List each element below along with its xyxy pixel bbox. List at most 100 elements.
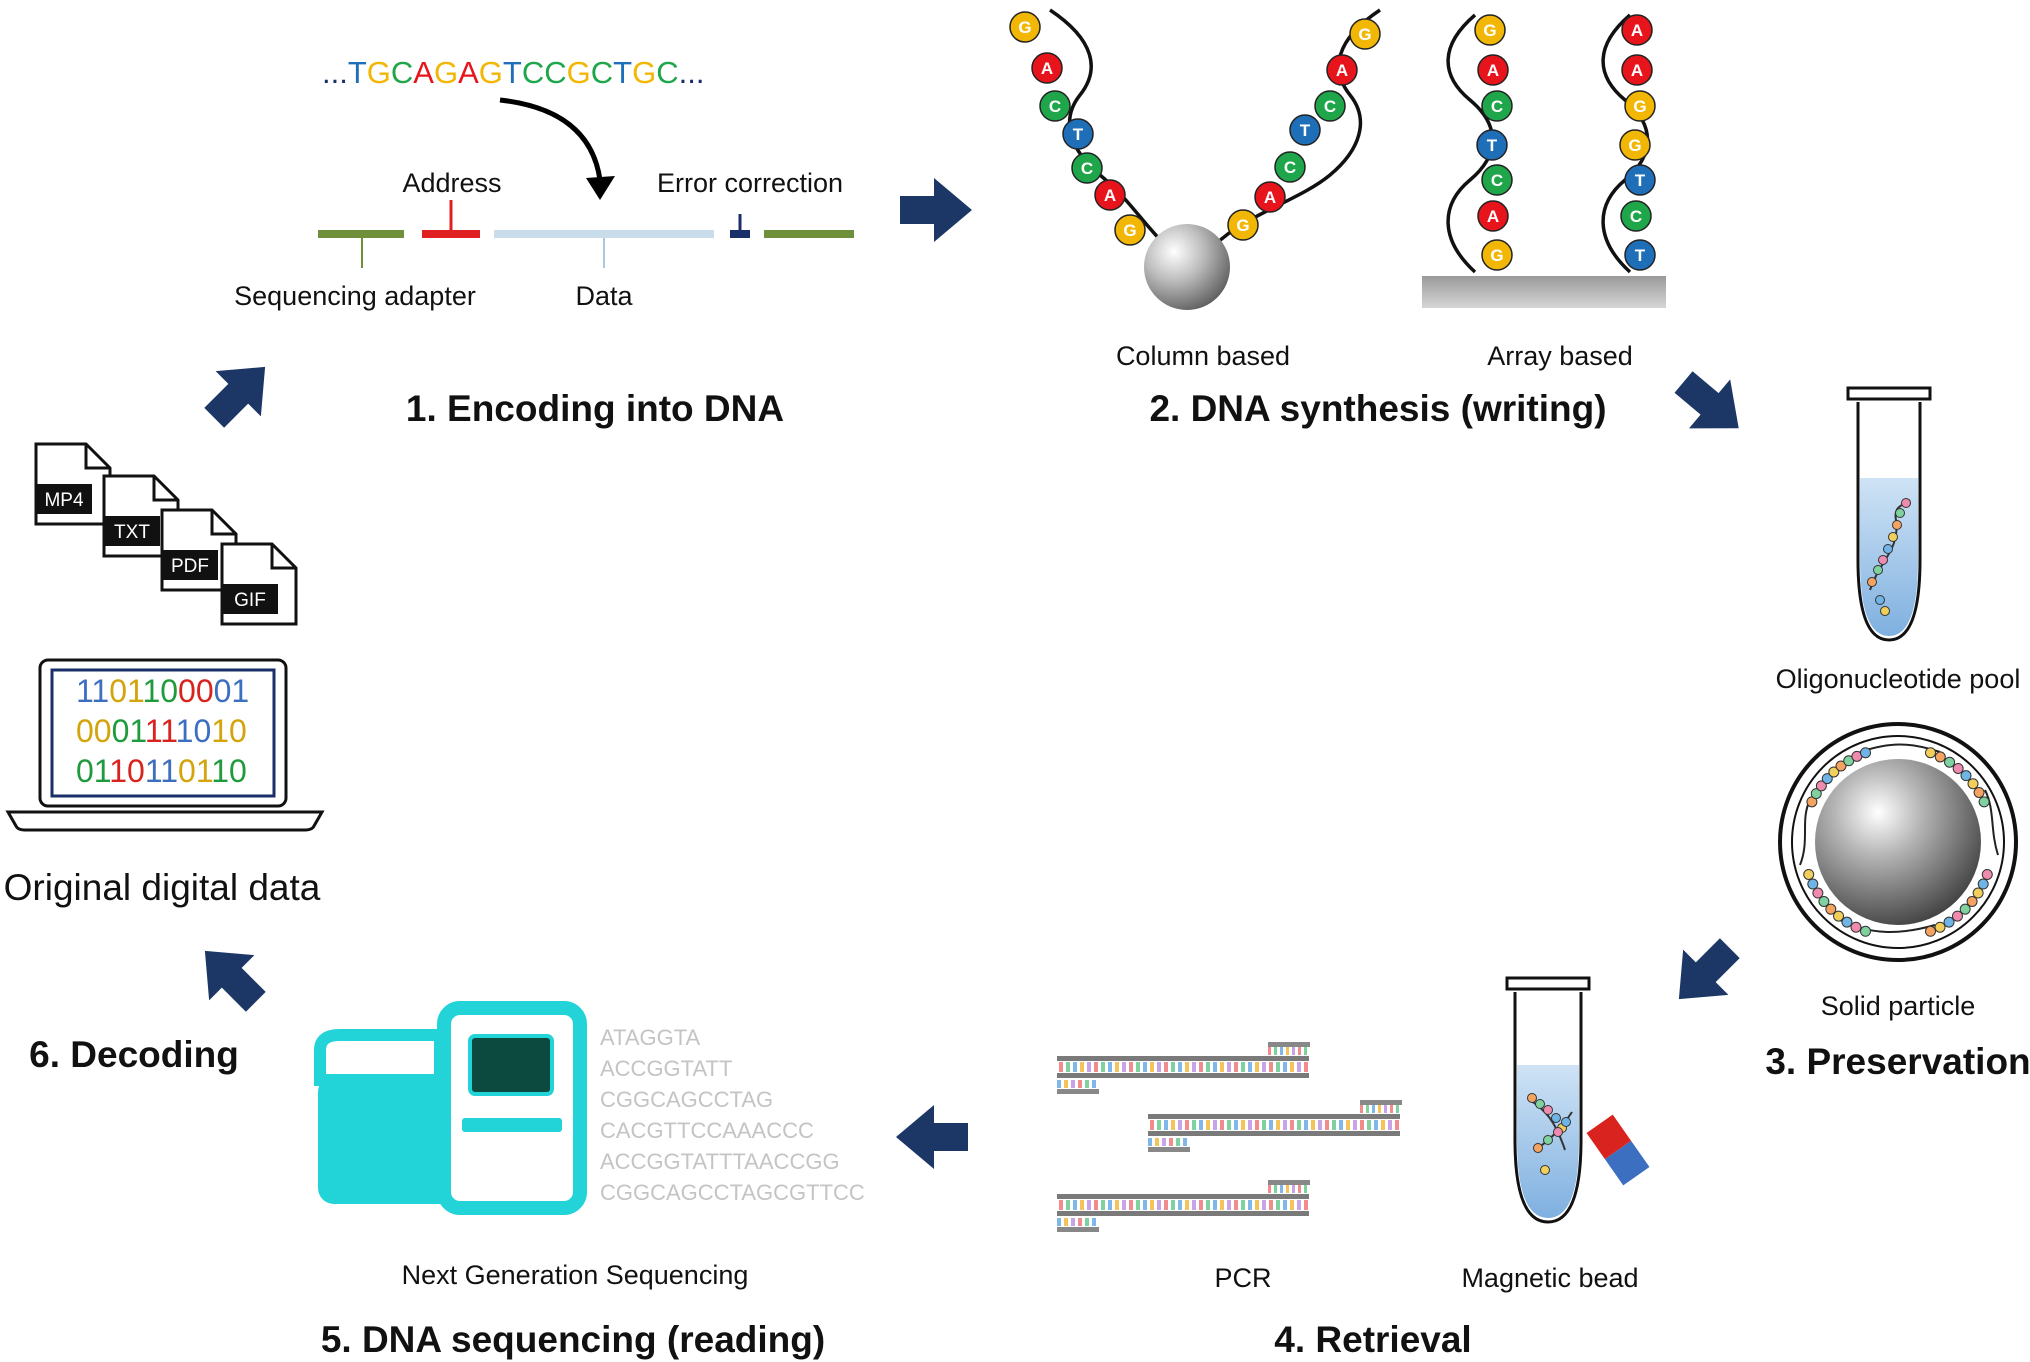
sequence-base: C <box>391 55 413 90</box>
label-oligonucleotide-pool: Oligonucleotide pool <box>1776 664 2021 694</box>
svg-text:G: G <box>1633 97 1646 116</box>
svg-text:C: C <box>1324 97 1336 116</box>
particle-oligo-dot <box>1860 925 1872 937</box>
particle-oligo-dot <box>1835 760 1847 772</box>
array-right-nucleotide: G <box>1624 90 1656 122</box>
particle-oligo-dot <box>1821 773 1833 785</box>
label-sequencing-adapter: Sequencing adapter <box>234 281 476 311</box>
array-left-nucleotide: C <box>1481 90 1513 122</box>
particle-oligo-dot <box>1807 878 1819 890</box>
particle-oligo-dot <box>1934 921 1946 933</box>
pcr-duplex <box>1057 1042 1310 1094</box>
particle-oligo-dot <box>1924 925 1936 937</box>
sequence-base: T <box>503 55 522 90</box>
svg-text:GIF: GIF <box>234 590 266 611</box>
sequence-base: G <box>367 55 391 90</box>
sequence-prefix: ... <box>322 55 348 90</box>
svg-text:C: C <box>1049 97 1061 116</box>
pool-oligo-dot <box>1880 606 1890 616</box>
array-left-nucleotide: T <box>1476 129 1508 161</box>
magnetic-bead-tube <box>1505 976 1650 1224</box>
column-left-nucleotide: G <box>1009 11 1041 43</box>
label-original-digital-data: Original digital data <box>4 867 321 908</box>
label-address: Address <box>402 168 501 198</box>
pcr-duplex <box>1057 1180 1310 1232</box>
sequencing-reads: ATAGGTAACCGGTATTCGGCAGCCTAGCACGTTCCAAACC… <box>600 1025 865 1205</box>
column-right-nucleotide: G <box>1349 18 1381 50</box>
particle-oligo-dot <box>1810 788 1822 800</box>
svg-text:G: G <box>1628 136 1641 155</box>
particle-oligo-dot <box>1959 903 1971 915</box>
particle-oligo-dot <box>1924 747 1936 759</box>
svg-text:G: G <box>1236 216 1249 235</box>
array-left-nucleotide: A <box>1477 54 1509 86</box>
array-right-nucleotide: A <box>1621 14 1653 46</box>
array-right-nucleotide: C <box>1620 200 1652 232</box>
label-array-based: Array based <box>1487 341 1633 371</box>
bead-oligo-dot <box>1533 1143 1543 1153</box>
column-right-nucleotide: C <box>1314 90 1346 122</box>
bead-oligo-dot <box>1527 1093 1537 1103</box>
pool-oligo-dot <box>1878 555 1888 565</box>
svg-text:C: C <box>1630 207 1642 226</box>
sequence-base: T <box>613 55 632 90</box>
binary-row: 0110110110 <box>76 753 247 789</box>
step5-title: 5. DNA sequencing (reading) <box>321 1319 825 1360</box>
bead-oligo-dot <box>1543 1105 1553 1115</box>
svg-text:T: T <box>1635 246 1646 265</box>
cycle-arrow-5 <box>204 950 266 1012</box>
sequence-base: G <box>632 55 656 90</box>
array-left-nucleotide: G <box>1474 14 1506 46</box>
file-gif-icon: GIF <box>220 542 298 626</box>
laptop-icon <box>5 658 325 832</box>
preservation-step: Oligonucleotide pool Solid particle 3. P… <box>1765 386 2030 1082</box>
step1-title: 1. Encoding into DNA <box>406 388 784 429</box>
array-right-nucleotide: A <box>1621 54 1653 86</box>
particle-oligo-dot <box>1841 916 1853 928</box>
svg-text:G: G <box>1358 25 1371 44</box>
label-error-correction: Error correction <box>657 168 843 198</box>
pool-oligo-dot <box>1888 532 1898 542</box>
pool-oligo-dot <box>1867 577 1877 587</box>
array-plate <box>1422 276 1666 308</box>
sequencing-read: CACGTTCCAAACCC <box>600 1118 814 1143</box>
sequencing-read: CGGCAGCCTAG <box>600 1087 773 1112</box>
particle-oligo-dot <box>1818 895 1830 907</box>
label-solid-particle: Solid particle <box>1821 991 1976 1021</box>
magnet-icon <box>1586 1114 1650 1186</box>
svg-text:G: G <box>1483 21 1496 40</box>
array-right-nucleotide: T <box>1624 239 1656 271</box>
cycle-arrows <box>204 178 1740 1169</box>
particle-oligo-dot <box>1944 756 1956 768</box>
pcr-strands <box>1057 1042 1402 1232</box>
svg-text:A: A <box>1264 188 1276 207</box>
dna-sequence: ...TGCAGAGTCCGCTGC... <box>322 55 704 90</box>
binary-row: 1101100001 <box>76 673 249 709</box>
particle-oligo-dot <box>1967 778 1979 790</box>
column-right-nucleotide: T <box>1289 114 1321 146</box>
column-support-bead <box>1144 224 1230 310</box>
sequence-base: T <box>348 55 367 90</box>
particle-oligo-dot <box>1952 762 1964 774</box>
cycle-arrow-6 <box>204 366 266 428</box>
error-correction-bar <box>730 230 750 238</box>
array-left-nucleotide: G <box>1481 239 1513 271</box>
pcr-duplex <box>1148 1100 1402 1152</box>
svg-text:A: A <box>1041 59 1053 78</box>
array-right-nucleotide: G <box>1619 129 1651 161</box>
label-pcr: PCR <box>1214 1263 1271 1293</box>
svg-text:A: A <box>1487 61 1499 80</box>
column-left-nucleotide: T <box>1062 118 1094 150</box>
encode-curved-arrow <box>499 97 603 181</box>
sequence-base: G <box>434 55 458 90</box>
bead-oligo-dot <box>1553 1127 1563 1137</box>
svg-text:G: G <box>1123 221 1136 240</box>
svg-text:PDF: PDF <box>171 556 209 577</box>
pool-oligo-dot <box>1873 565 1883 575</box>
particle-oligo-dot <box>1966 895 1978 907</box>
bead-oligo-dot <box>1540 1165 1550 1175</box>
